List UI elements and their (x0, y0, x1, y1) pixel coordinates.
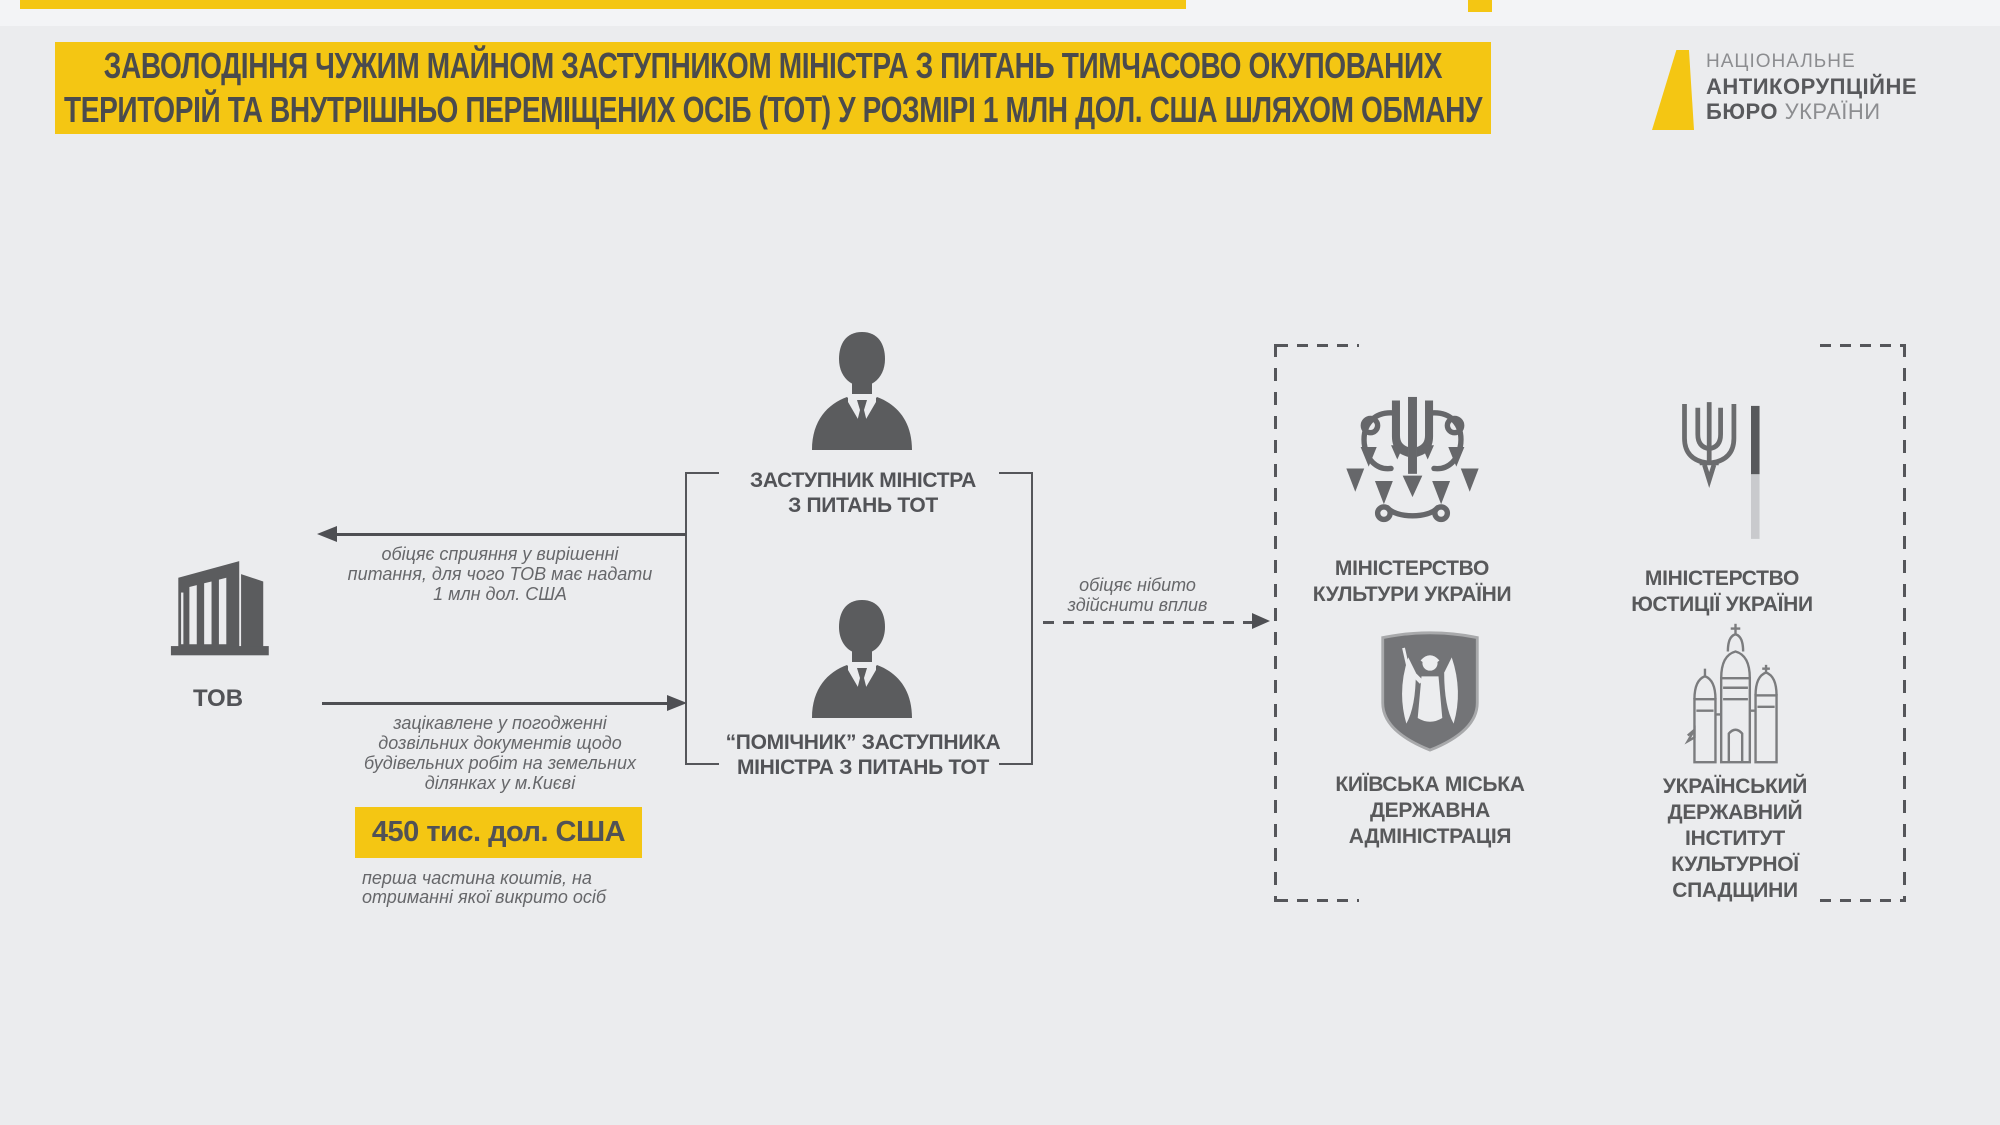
nabu-logo-line3: БЮРО УКРАЇНИ (1706, 99, 1881, 124)
promise-arrowhead-icon (317, 526, 337, 542)
institution-culture-ministry: МІНІСТЕРСТВО КУЛЬТУРИ УКРАЇНИ (1292, 388, 1532, 608)
bracket-left-vertical (685, 472, 687, 765)
deputy-minister-person-icon (812, 332, 912, 450)
money-amount: 450 тис. дол. США (371, 816, 626, 848)
justice-ministry-emblem-icon (1681, 402, 1760, 539)
promise-arrow-line (336, 533, 686, 536)
nabu-logo-line2: АНТИКОРУПЦІЙНЕ (1706, 74, 1918, 99)
dashed-box-bottom-left-dashes (1277, 899, 1359, 902)
assistant-person-icon (812, 600, 912, 718)
influence-arrow-text: обіцяє нібито здійснити вплив (1067, 575, 1208, 615)
culture-ministry-emblem-icon (1345, 396, 1479, 523)
person1-label: ЗАСТУПНИК МІНІСТРА З ПИТАНЬ ТОТ (749, 469, 977, 517)
top-yellow-strip (20, 0, 1186, 9)
institution-kyiv-label: КИЇВСЬКА МІСЬКА ДЕРЖАВНА АДМІНІСТРАЦІЯ (1335, 773, 1525, 848)
interest-arrowhead-icon (667, 695, 687, 711)
bracket-left-top-stub (685, 472, 719, 474)
institution-heritage-institute: УКРАЇНСЬКИЙ ДЕРЖАВНИЙ ІНСТИТУТ КУЛЬТУРНО… (1615, 618, 1855, 904)
institution-kyiv-administration: КИЇВСЬКА МІСЬКА ДЕРЖАВНА АДМІНІСТРАЦІЯ (1310, 625, 1550, 850)
institution-justice-ministry: МІНІСТЕРСТВО ЮСТИЦІЇ УКРАЇНИ (1602, 398, 1842, 618)
nabu-logo-text: НАЦІОНАЛЬНЕ АНТИКОРУПЦІЙНЕ БЮРО УКРАЇНИ (1706, 49, 1966, 124)
title-line-2: ТЕРИТОРІЙ ТА ВНУТРІШНЬО ПЕРЕМІЩЕНИХ ОСІБ… (63, 89, 1483, 130)
interest-arrow-text: зацікавлене у погодженні дозвільних доку… (364, 713, 636, 793)
bracket-right-vertical (1031, 472, 1033, 765)
tov-label: ТОВ (192, 685, 244, 712)
bracket-right-bottom-stub (999, 763, 1033, 765)
title-banner: ЗАВОЛОДІННЯ ЧУЖИМ МАЙНОМ ЗАСТУПНИКОМ МІН… (55, 42, 1491, 134)
office-building-icon (170, 561, 269, 656)
money-caption: перша частина коштів, на отриманні якої … (362, 868, 606, 907)
bracket-left-bottom-stub (685, 763, 719, 765)
dashed-box-bottom-right-dashes (1820, 899, 1903, 902)
bracket-right-top-stub (999, 472, 1033, 474)
dashed-box-left-edge (1274, 344, 1277, 902)
institution-heritage-label: УКРАЇНСЬКИЙ ДЕРЖАВНИЙ ІНСТИТУТ КУЛЬТУРНО… (1662, 775, 1808, 902)
title-line-1: ЗАВОЛОДІННЯ ЧУЖИМ МАЙНОМ ЗАСТУПНИКОМ МІН… (103, 45, 1443, 86)
interest-arrow-line (322, 702, 669, 705)
person2-label: “ПОМІЧНИК” ЗАСТУПНИКА МІНІСТРА З ПИТАНЬ … (725, 731, 1001, 779)
top-yellow-strip-right (1468, 0, 1492, 12)
dashed-box-right-edge (1903, 344, 1906, 902)
influence-arrowhead-icon (1252, 613, 1270, 629)
kyiv-archangel-shield-icon (1381, 631, 1479, 752)
institution-culture-label: МІНІСТЕРСТВО КУЛЬТУРИ УКРАЇНИ (1312, 557, 1512, 606)
influence-arrow-dashed-line (1043, 621, 1253, 624)
heritage-church-icon (1683, 623, 1778, 764)
nabu-logo-line1: НАЦІОНАЛЬНЕ (1706, 51, 1856, 72)
money-amount-box: 450 тис. дол. США (355, 807, 642, 858)
institution-justice-label: МІНІСТЕРСТВО ЮСТИЦІЇ УКРАЇНИ (1631, 567, 1813, 616)
dashed-box-top-right-dashes (1820, 344, 1903, 347)
promise-arrow-text: обіцяє сприяння у вирішенні питання, для… (347, 544, 653, 604)
dashed-box-top-left-dashes (1277, 344, 1359, 347)
